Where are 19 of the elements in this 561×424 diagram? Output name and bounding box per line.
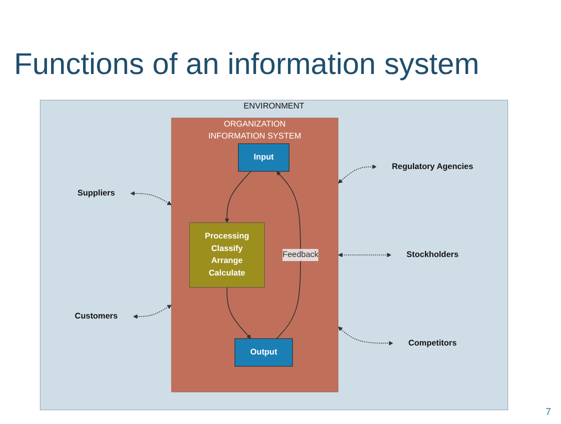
- arrow: [133, 304, 172, 319]
- node-box: Processing Classify Arrange Calculate: [189, 222, 265, 288]
- node-text: Suppliers: [78, 188, 115, 198]
- slide-title: Functions of an information system: [14, 48, 480, 82]
- arrow: [226, 286, 252, 339]
- node-text: Stockholders: [406, 250, 459, 260]
- arrow: [276, 171, 301, 340]
- node-box: Output: [234, 338, 293, 367]
- node-text: Competitors: [408, 338, 457, 348]
- arrow: [338, 326, 394, 346]
- node-text: Customers: [74, 312, 118, 321]
- arrow: [338, 164, 377, 184]
- arrow: [338, 252, 392, 258]
- node-text: Regulatory Agencies: [392, 162, 474, 171]
- node-box: Input: [238, 143, 290, 172]
- page-number: 7: [545, 407, 551, 418]
- edge-label: Feedback: [282, 250, 318, 260]
- arrow: [130, 191, 172, 206]
- arrow: [224, 170, 252, 223]
